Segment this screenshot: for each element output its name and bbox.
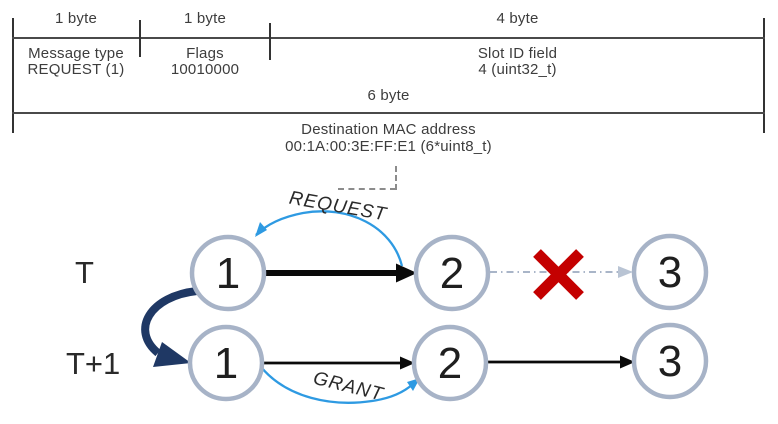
packet-left-edge [12, 18, 14, 133]
column-tick-2 [269, 23, 271, 60]
packet-right-edge [763, 18, 765, 133]
blocked-link-arrowhead-icon [618, 266, 633, 278]
field-cell-slot-id: Slot ID field 4 (uint32_t) [270, 46, 765, 78]
column-tick-1 [139, 20, 141, 57]
node-circle [189, 234, 267, 312]
request-arrowhead-icon [255, 222, 267, 237]
size-label: 1 byte [183, 10, 227, 27]
grant-message-arrow [260, 366, 418, 404]
node-circle [411, 324, 489, 402]
field-name: Slot ID field [477, 45, 558, 62]
node-number: 3 [658, 337, 682, 386]
packet-diagram: 1 byte 1 byte 4 byte Message type REQUES… [0, 0, 778, 190]
node-circle [631, 233, 709, 311]
mac-field-name: Destination MAC address [301, 121, 476, 138]
callout-elbow-vertical [395, 166, 397, 190]
span-size-label: 6 byte [367, 87, 410, 104]
transition-arrowhead-icon [153, 342, 191, 367]
callout-elbow-horizontal [338, 188, 396, 190]
mac-field-cell: Destination MAC address 00:1A:00:3E:FF:E… [12, 121, 765, 155]
node-row-t1 [187, 322, 709, 402]
field-value: 4 (uint32_t) [478, 61, 557, 78]
slot-arrowhead-icon [396, 263, 417, 283]
time-label-t1: T+1 [66, 346, 120, 381]
field-cell-flags: Flags 10010000 [140, 46, 270, 78]
field-value: 10010000 [170, 61, 240, 78]
time-label-t: T [75, 255, 94, 290]
node-number: 1 [214, 339, 238, 388]
node-circle [187, 324, 265, 402]
node-circle [413, 234, 491, 312]
packet-bottom-rule [12, 112, 765, 114]
node-number: 2 [440, 249, 464, 298]
transition-arrow [141, 287, 198, 357]
request-message-arrow [255, 210, 404, 267]
node-row-t [189, 233, 709, 312]
size-label: 1 byte [54, 10, 98, 27]
field-value: REQUEST (1) [27, 61, 125, 78]
field-name: Flags [186, 45, 224, 62]
size-label: 4 byte [496, 10, 539, 27]
node-number: 3 [658, 248, 682, 297]
node-number: 2 [438, 339, 462, 388]
mac-field-value: 00:1A:00:3E:FF:E1 (6*uint8_t) [285, 138, 492, 155]
node-number: 1 [216, 249, 240, 298]
slot-arrowhead-icon [400, 356, 415, 370]
node-circle [631, 322, 709, 400]
blocked-x-icon [533, 249, 584, 300]
field-cell-message-type: Message type REQUEST (1) [12, 46, 140, 78]
field-name: Message type [28, 45, 124, 62]
request-label: REQUEST [287, 188, 388, 226]
slot-arrowhead-icon [620, 355, 635, 369]
packet-top-rule [12, 37, 765, 39]
